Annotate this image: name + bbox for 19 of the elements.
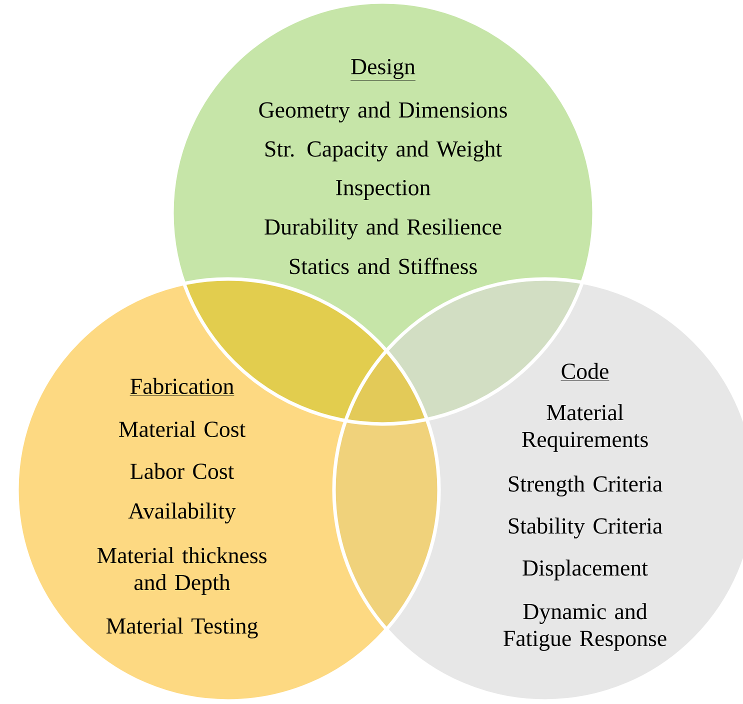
list-item: Stability Criteria: [508, 518, 662, 538]
circle-heading: Code: [560, 362, 610, 381]
list-item: Availability: [128, 502, 236, 524]
venn-circle: [15, 277, 441, 703]
list-item: Str. Capacity and Weight: [266, 140, 502, 162]
circle-heading: Design: [350, 58, 416, 81]
list-item: Material Cost: [119, 420, 246, 438]
list-item: Durability and Resilience: [264, 218, 502, 240]
list-item: Material Requirements: [522, 404, 648, 452]
list-item: Material Testing: [106, 618, 258, 638]
list-item: Geometry and Dimensions: [259, 102, 507, 122]
list-item: Strength Criteria: [508, 476, 662, 496]
circle-heading: Fabrication: [130, 378, 234, 396]
list-item: Labor Cost: [130, 462, 234, 480]
list-item: Displacement: [522, 560, 648, 580]
list-item: Inspection: [336, 180, 430, 200]
list-item: Statics and Stiffness: [290, 258, 477, 274]
list-item: Dynamic and Fatigue Response: [504, 603, 666, 651]
list-item: Material thickness and Depth: [97, 547, 266, 595]
